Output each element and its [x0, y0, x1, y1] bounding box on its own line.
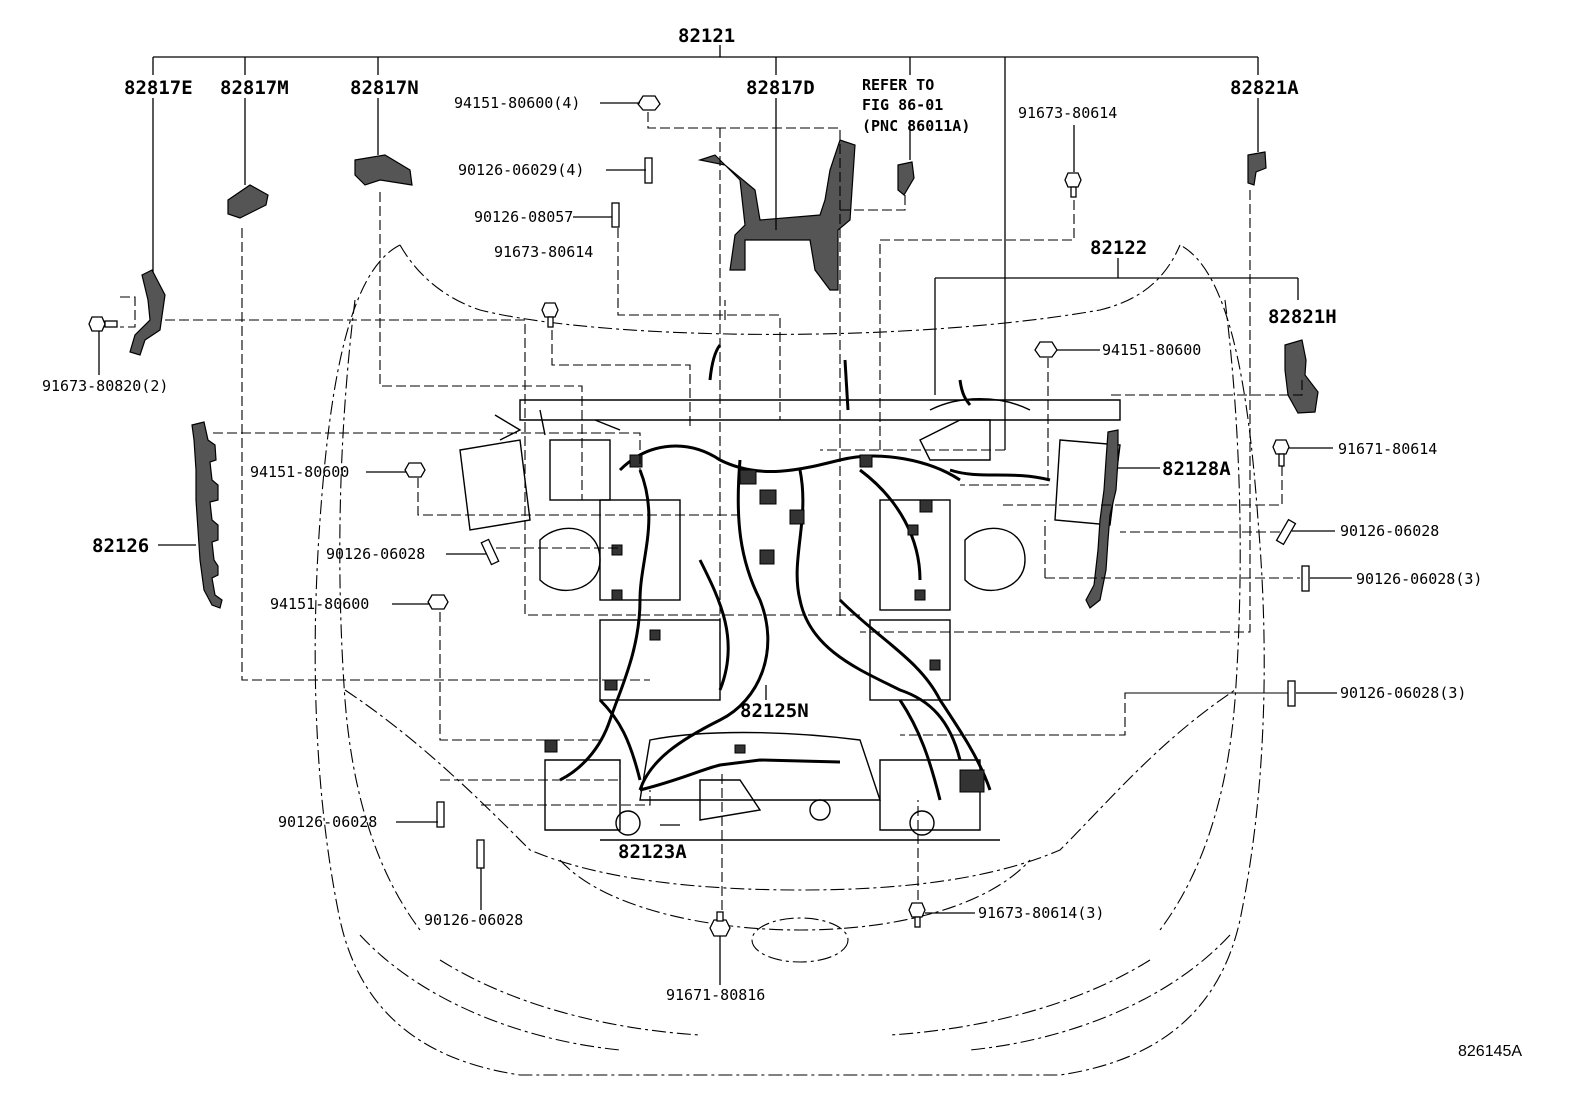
label-94151-80600-4: 94151-80600(4) [454, 94, 580, 112]
vehicle-body-outline [314, 244, 1265, 1076]
label-82125N: 82125N [740, 700, 809, 722]
label-91673-80614-3: 91673-80614(3) [978, 904, 1104, 922]
figure-id: 826145A [1458, 1043, 1522, 1060]
label-94151-80600-right: 94151-80600 [1102, 341, 1201, 359]
protector-82821H [1284, 339, 1319, 414]
bracket-82126 [191, 421, 223, 609]
label-90126-06028-3-lower: 90126-06028(3) [1340, 684, 1466, 702]
label-90126-06028-bottom: 90126-06028 [424, 911, 523, 929]
clamp-82821A [1247, 151, 1267, 186]
leader-lines [98, 45, 1352, 985]
label-91673-80614-left: 91673-80614 [494, 243, 593, 261]
label-91673-80614-right: 91673-80614 [1018, 104, 1117, 122]
label-90126-06028-left: 90126-06028 [326, 545, 425, 563]
label-82817N: 82817N [350, 77, 419, 99]
label-82123A: 82123A [618, 841, 687, 863]
label-90126-06029-4: 90126-06029(4) [458, 161, 584, 179]
refer-component-86011A [897, 161, 915, 196]
label-94151-80600-left-upper: 94151-80600 [250, 463, 349, 481]
wire-harness-bundles [544, 344, 1051, 801]
label-90126-06028-right: 90126-06028 [1340, 522, 1439, 540]
label-90126-06028-3-upper: 90126-06028(3) [1356, 570, 1482, 588]
label-82817E: 82817E [124, 77, 193, 99]
label-90126-08057: 90126-08057 [474, 208, 573, 226]
protector-82817E [129, 269, 166, 356]
protector-82817N [354, 154, 413, 186]
label-82817D: 82817D [746, 77, 815, 99]
refer-line-3: (PNC 86011A) [862, 117, 970, 135]
label-82121: 82121 [678, 25, 735, 47]
label-82122: 82122 [1090, 237, 1147, 259]
label-82817M: 82817M [220, 77, 289, 99]
protector-82817D [697, 139, 856, 291]
label-82128A: 82128A [1162, 458, 1231, 480]
bracket-82128A [1085, 429, 1119, 609]
label-91671-80816: 91671-80816 [666, 986, 765, 1004]
fasteners [88, 95, 1310, 937]
label-91671-80614: 91671-80614 [1338, 440, 1437, 458]
label-82821A: 82821A [1230, 77, 1299, 99]
refer-line-2: FIG 86-01 [862, 96, 943, 114]
label-94151-80600-left-lower: 94151-80600 [270, 595, 369, 613]
engine-bay [459, 398, 1121, 841]
label-90126-06028-bottom-left: 90126-06028 [278, 813, 377, 831]
indication-lines [120, 112, 1303, 910]
protector-82817M [227, 184, 269, 219]
label-82821H: 82821H [1268, 306, 1337, 328]
label-91673-80820-2: 91673-80820(2) [42, 377, 168, 395]
label-82126: 82126 [92, 535, 149, 557]
refer-line-1: REFER TO [862, 76, 934, 94]
